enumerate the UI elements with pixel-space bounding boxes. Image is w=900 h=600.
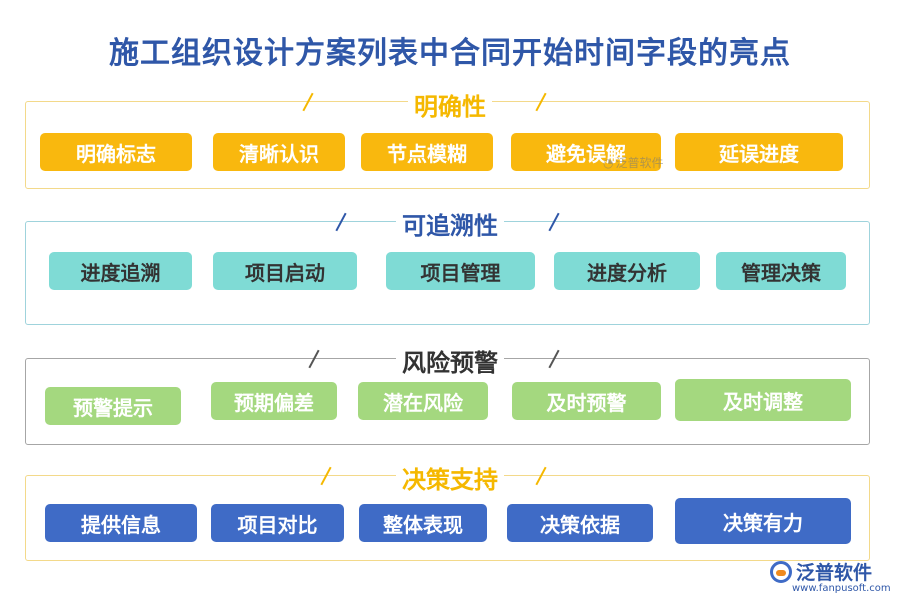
decision-item: 提供信息 xyxy=(45,504,197,542)
risk-item: 及时预警 xyxy=(512,382,661,420)
risk-item: 潜在风险 xyxy=(358,382,488,420)
traceability-item: 进度分析 xyxy=(554,252,700,290)
clarity-item: 延误进度 xyxy=(675,133,843,171)
clarity-item: 节点模糊 xyxy=(361,133,493,171)
brand-logo: 泛普软件 xyxy=(770,558,872,585)
decision-item: 决策依据 xyxy=(507,504,653,542)
logo-icon xyxy=(770,560,792,583)
risk-item: 及时调整 xyxy=(675,379,851,421)
traceability-item: 项目管理 xyxy=(386,252,535,290)
decision-item: 决策有力 xyxy=(675,498,851,544)
traceability-item: 项目启动 xyxy=(213,252,357,290)
clarity-item: 清晰认识 xyxy=(213,133,345,171)
decision-item: 项目对比 xyxy=(211,504,344,542)
section-traceability-heading: 可追溯性 xyxy=(0,206,900,241)
logo-url: www.fanpusoft.com xyxy=(792,583,891,594)
traceability-item: 进度追溯 xyxy=(49,252,192,290)
risk-item: 预警提示 xyxy=(45,387,181,425)
decision-item: 整体表现 xyxy=(359,504,487,542)
logo-name: 泛普软件 xyxy=(796,562,873,584)
risk-item: 预期偏差 xyxy=(211,382,337,420)
watermark-icon: ◔ xyxy=(603,155,614,170)
section-clarity-heading: 明确性 xyxy=(0,87,900,122)
clarity-item: 避免误解 xyxy=(511,133,661,171)
clarity-item: 明确标志 xyxy=(40,133,192,171)
traceability-item: 管理决策 xyxy=(716,252,846,290)
page-title: 施工组织设计方案列表中合同开始时间字段的亮点 xyxy=(109,36,791,71)
section-decision-heading: 决策支持 xyxy=(0,460,900,495)
watermark: ◔泛普软件 xyxy=(603,155,664,171)
section-risk-heading: 风险预警 xyxy=(0,343,900,378)
